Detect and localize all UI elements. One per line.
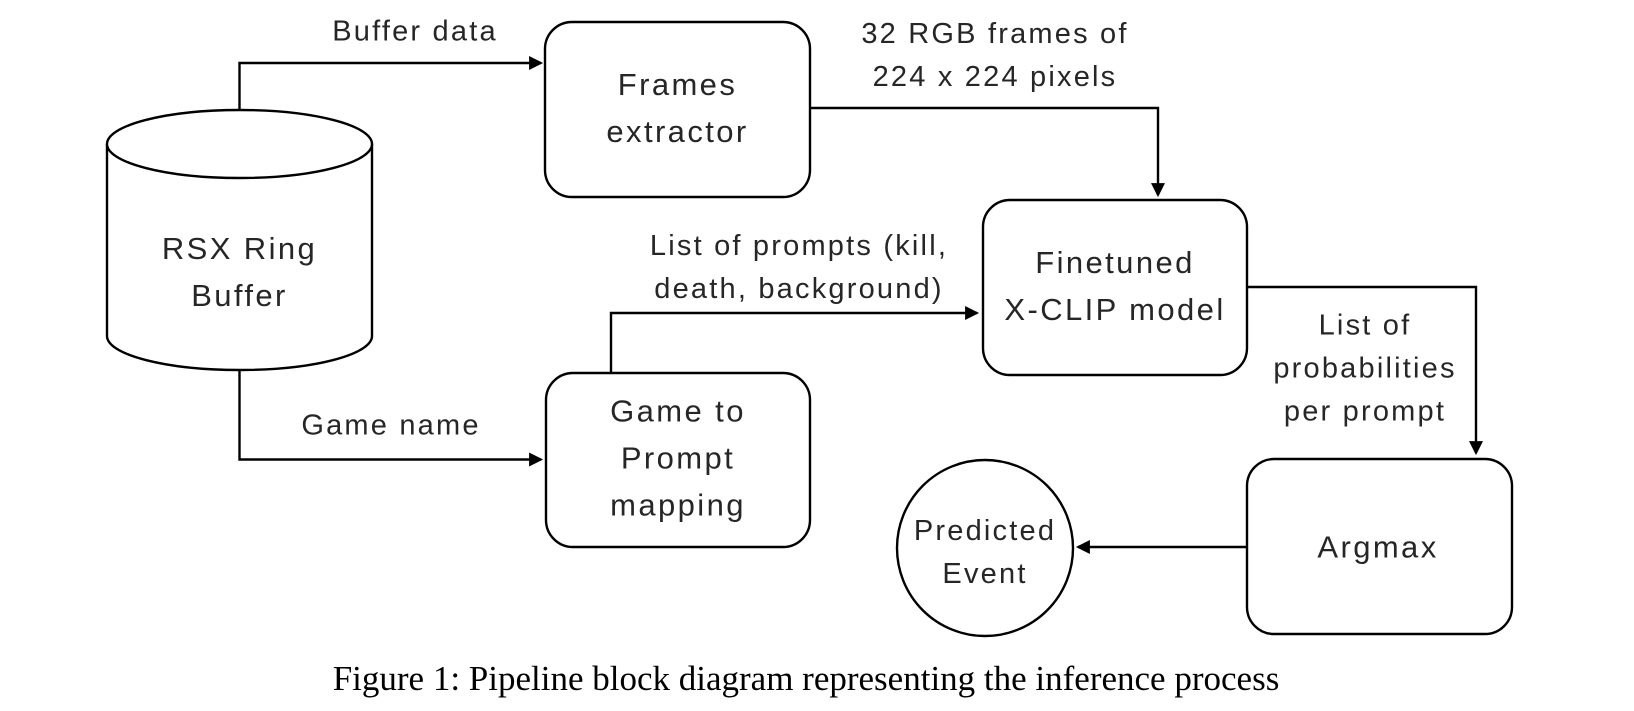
probabilities-edge-label: List of probabilities per prompt [1273,305,1456,434]
argmax-label: Argmax [1317,524,1438,571]
label-line: death, background) [654,273,944,305]
rsx-ring-buffer-label: RSX Ring Buffer [162,225,317,319]
label-line: Event [942,558,1028,590]
label-line: extractor [606,113,749,149]
rgb-frames-edge-label: 32 RGB frames of 224 x 224 pixels [861,13,1128,99]
buffer-data-edge-label: Buffer data [332,11,498,54]
label-line: RSX Ring [161,231,318,266]
label-line: per prompt [1283,395,1447,428]
label-line: Buffer data [332,15,498,48]
label-line: 32 RGB frames of [861,18,1129,50]
probabilities-arrow [1247,285,1483,456]
game-name-arrow [238,371,544,467]
label-line: mapping [610,487,746,522]
label-line: Finetuned [1035,245,1195,280]
label-line: X-CLIP model [1004,292,1226,327]
frames-to-xclip-arrow [810,106,1165,198]
rsx-ring-buffer-shape [105,108,374,372]
label-line: List of [1318,309,1412,342]
argmax-box [1245,457,1514,636]
finetuned-xclip-model-box [981,198,1249,377]
label-line: Frames [617,66,738,102]
label-line: Buffer [191,278,288,313]
predicted-event-circle [895,458,1075,638]
frames-extractor-label: Frames extractor [606,61,748,155]
label-line: Game name [301,409,481,442]
prompts-arrow [609,306,980,372]
game-name-edge-label: Game name [301,405,480,448]
figure-caption: Figure 1: Pipeline block diagram represe… [332,659,1280,698]
predicted-event-label: Predicted Event [914,510,1056,596]
game-to-prompt-mapping-label: Game to Prompt mapping [610,387,746,528]
label-line: 224 x 224 pixels [872,61,1118,93]
list-of-prompts-edge-label: List of prompts (kill, death, background… [650,225,948,311]
label-line: Predicted [913,515,1057,547]
label-line: Argmax [1317,529,1439,565]
finetuned-xclip-model-label: Finetuned X-CLIP model [1004,239,1225,333]
label-line: List of prompts (kill, [649,230,949,262]
buffer-data-arrow [238,56,544,111]
label-line: Prompt [620,440,736,475]
label-line: Game to [610,393,746,428]
game-to-prompt-mapping-box [544,371,812,549]
label-line: probabilities [1273,352,1457,385]
frames-extractor-box [543,20,812,199]
